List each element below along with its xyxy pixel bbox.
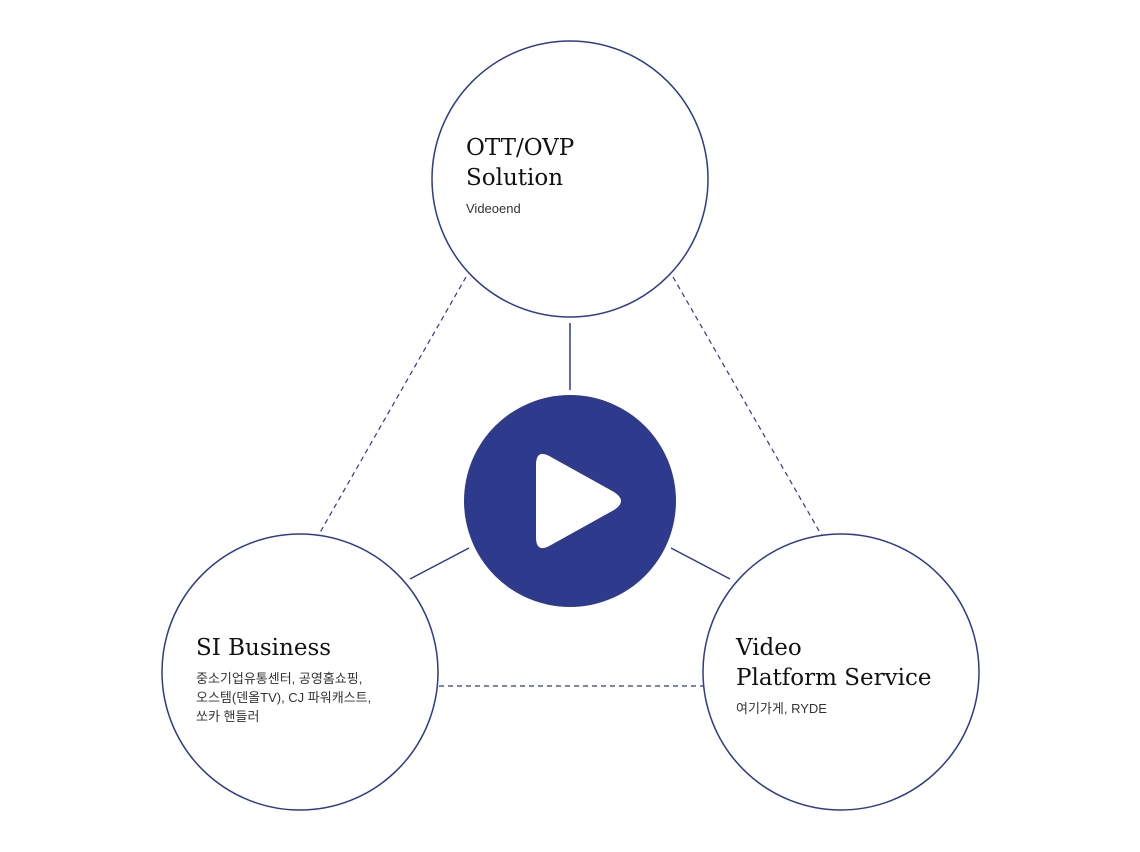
- play-icon: [536, 453, 621, 549]
- vps-title-line2: Platform Service: [736, 665, 932, 691]
- connector-ott-si: [317, 276, 467, 537]
- si-node-text: SI Business 중소기업유통센터, 공영홈쇼핑, 오스템(덴올TV), …: [196, 633, 371, 726]
- vps-node-text: Video Platform Service 여기가게, RYDE: [736, 633, 931, 718]
- ott-title-line2: Solution: [466, 165, 564, 191]
- connector-ott-vps: [672, 276, 823, 537]
- ott-node-text: OTT/OVP Solution Videoend: [466, 133, 574, 218]
- spoke-left: [409, 547, 470, 580]
- si-subtitle-block: 중소기업유통센터, 공영홈쇼핑, 오스템(덴올TV), CJ 파워캐스트, 쏘카…: [196, 669, 371, 726]
- ott-title-line1: OTT/OVP: [466, 135, 575, 161]
- si-circle: [161, 533, 439, 811]
- si-subtitle-line1: 중소기업유통센터, 공영홈쇼핑,: [196, 671, 363, 686]
- ott-subtitle: Videoend: [466, 201, 521, 216]
- spoke-right: [670, 547, 731, 580]
- vps-circle: [702, 533, 980, 811]
- center-play-button: [464, 395, 676, 607]
- si-subtitle-line3: 쏘카 핸들러: [196, 709, 260, 724]
- si-title: SI Business: [196, 635, 332, 661]
- ott-circle: [431, 40, 709, 318]
- vps-title-line1: Video: [736, 635, 802, 661]
- si-subtitle-line2: 오스템(덴올TV), CJ 파워캐스트,: [196, 690, 372, 705]
- vps-subtitle: 여기가게, RYDE: [736, 701, 827, 716]
